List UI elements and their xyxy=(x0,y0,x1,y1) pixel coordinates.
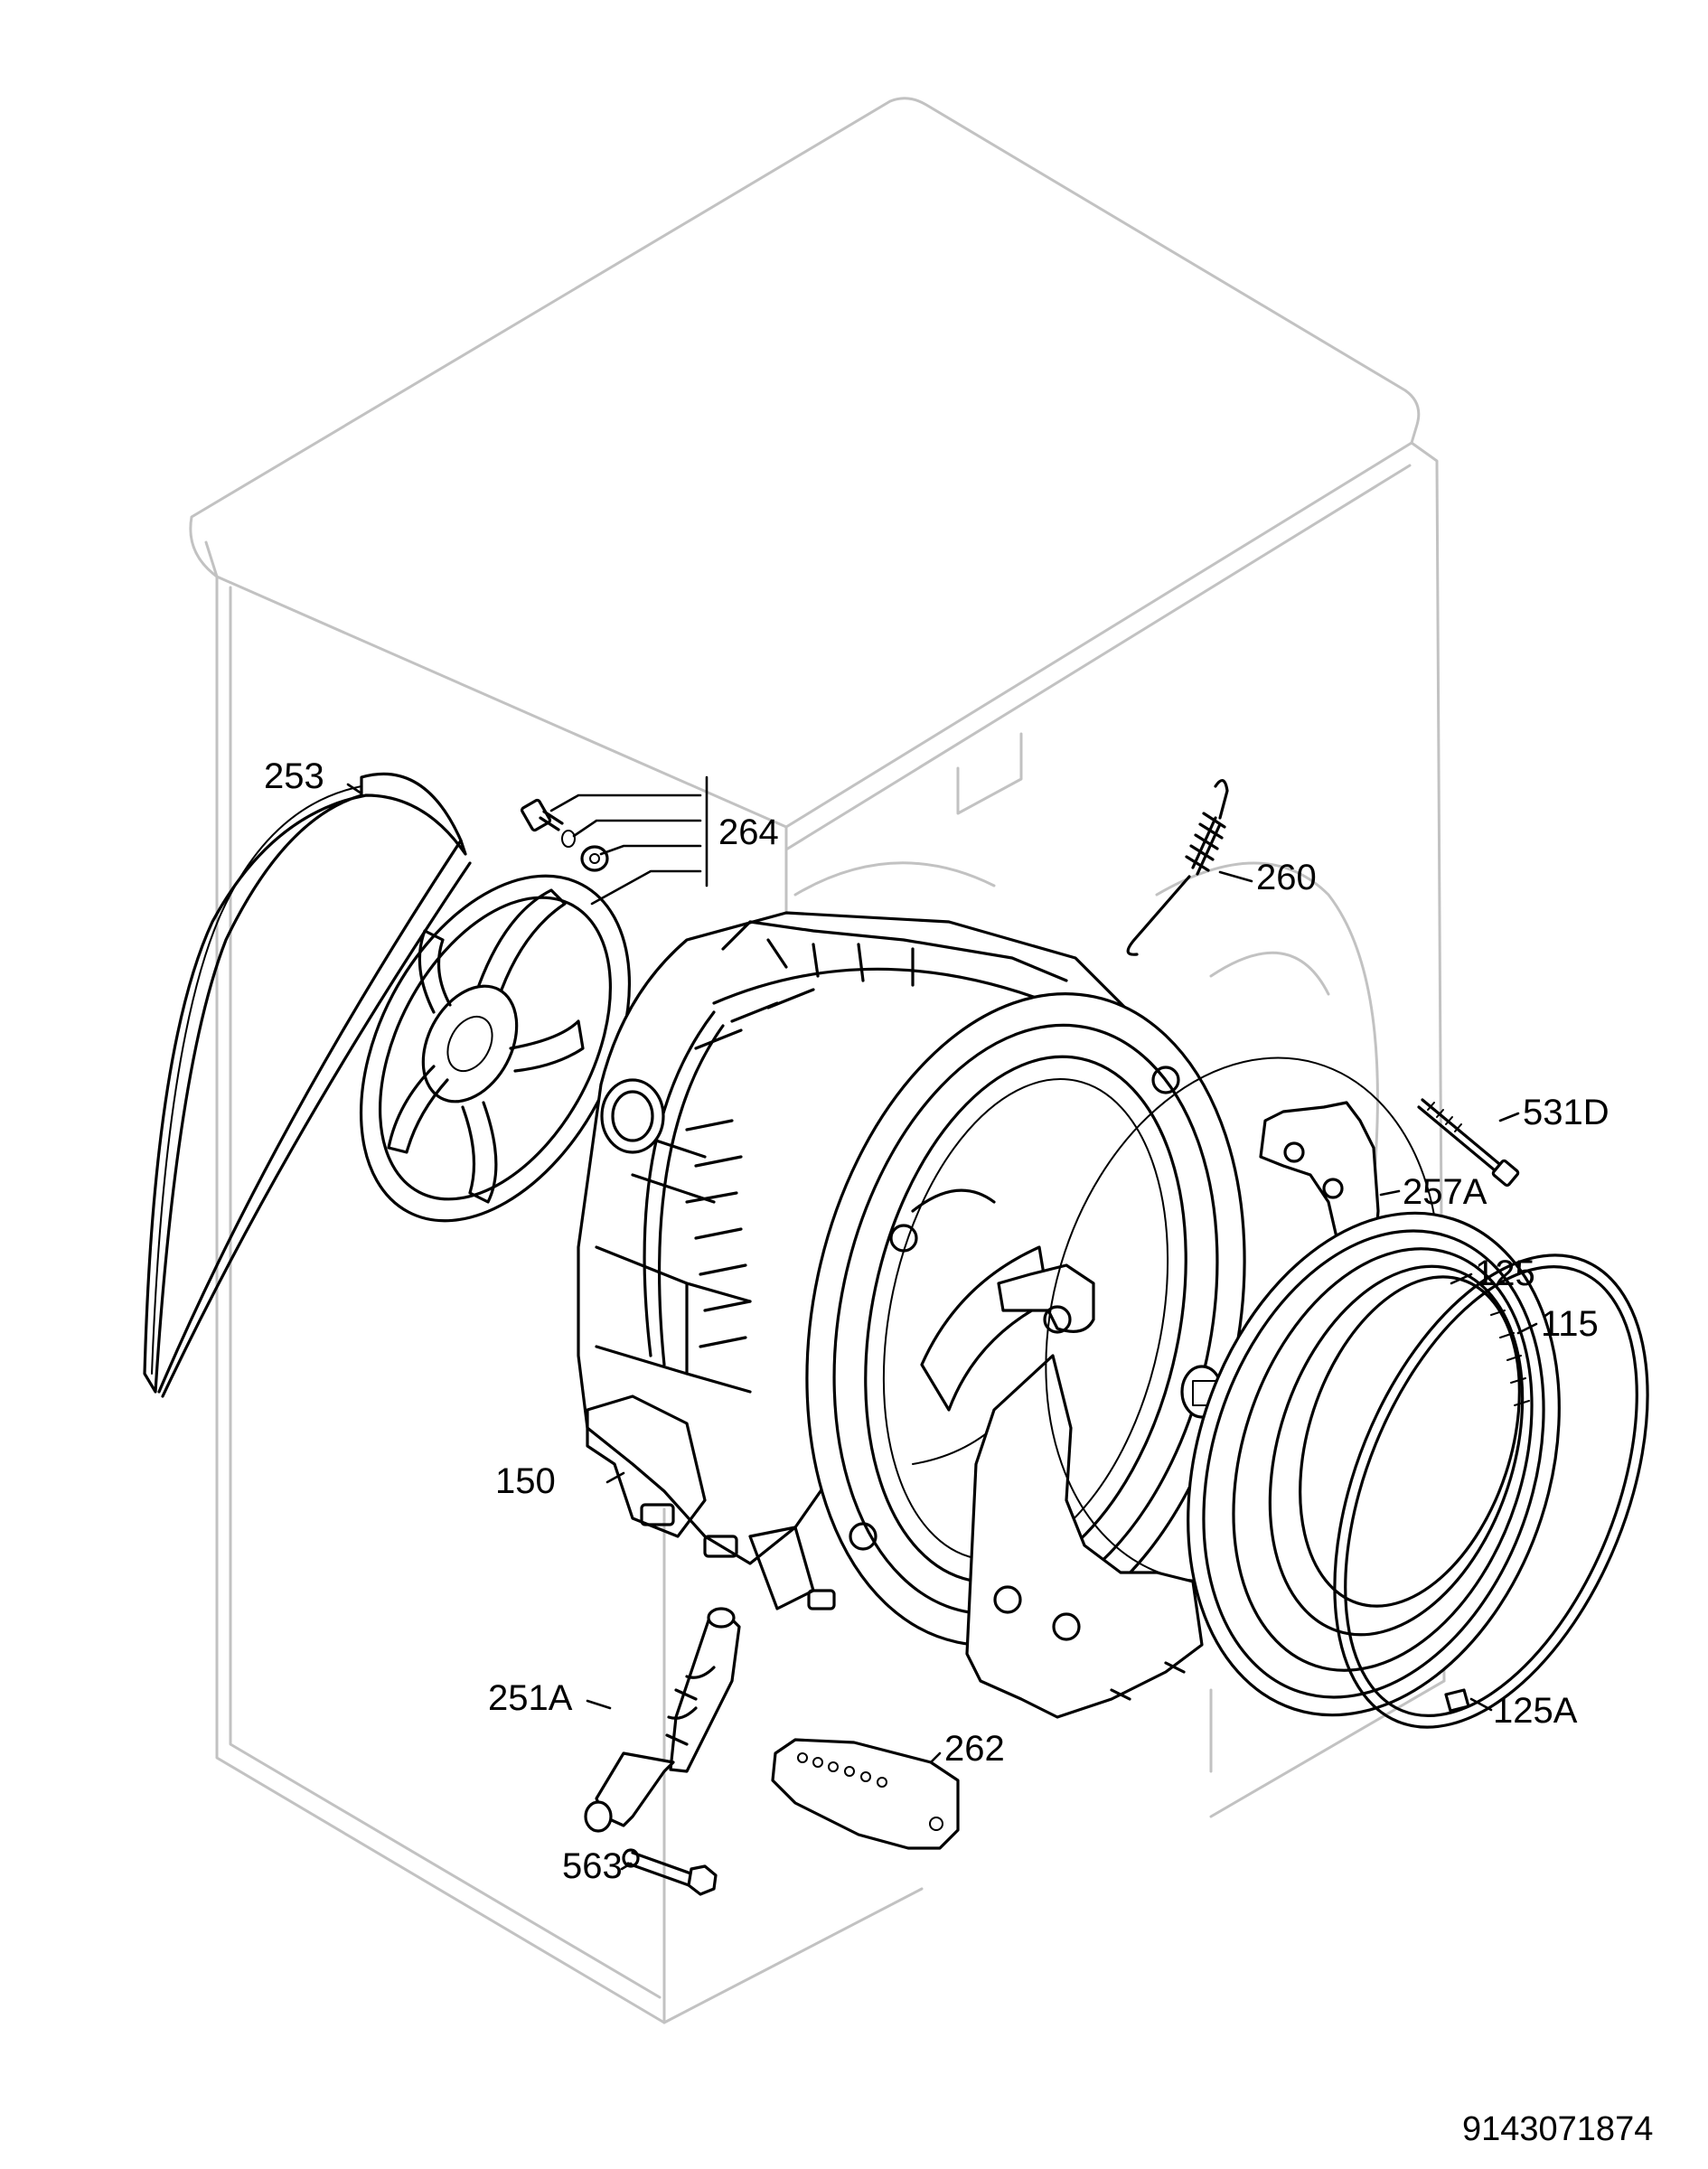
label-115: 115 xyxy=(1541,1304,1599,1344)
label-257a: 257A xyxy=(1403,1172,1487,1212)
pivot-pin xyxy=(622,1848,718,1896)
leader-264-bolt xyxy=(549,793,702,812)
tension-spring xyxy=(1126,779,1229,956)
label-251a: 251A xyxy=(488,1678,573,1718)
leader-260 xyxy=(1218,870,1253,883)
label-125: 125 xyxy=(1475,1254,1535,1293)
cover-plate xyxy=(771,1738,960,1850)
leader-264-washer xyxy=(572,819,702,838)
label-262: 262 xyxy=(944,1729,1005,1769)
leader-531d xyxy=(1498,1112,1520,1122)
label-264: 264 xyxy=(718,812,779,852)
leader-125a xyxy=(1469,1697,1493,1712)
leader-264-disc xyxy=(599,844,702,856)
leader-lines xyxy=(346,775,1538,1871)
leader-253 xyxy=(346,783,363,795)
leader-251a xyxy=(586,1699,612,1710)
leader-262 xyxy=(929,1751,942,1764)
clamp-ring-125a xyxy=(1333,1254,1649,1729)
part-labels: 253 264 260 531D 257A 125 115 150 251A 2… xyxy=(264,756,1609,1886)
door-bellow xyxy=(1187,1211,1561,1717)
label-125a: 125A xyxy=(1493,1691,1578,1731)
tub-front-ring xyxy=(805,992,1246,1647)
label-260: 260 xyxy=(1256,858,1317,897)
label-150: 150 xyxy=(495,1461,556,1501)
bolt-and-washers xyxy=(520,798,609,872)
tub-bracket xyxy=(965,1263,1204,1719)
document-number: 9143071874 xyxy=(1462,2110,1653,2148)
leader-563 xyxy=(620,1862,633,1871)
bolt-531d xyxy=(1417,1098,1520,1188)
label-531d: 531D xyxy=(1523,1093,1609,1132)
shock-absorber xyxy=(584,1607,741,1833)
label-563: 563 xyxy=(562,1846,623,1886)
leader-115 xyxy=(1516,1322,1538,1335)
cabinet-outline xyxy=(189,97,1446,2024)
leader-264-pulley xyxy=(590,869,702,906)
label-253: 253 xyxy=(264,756,324,796)
leader-257a xyxy=(1379,1189,1401,1197)
drive-belt xyxy=(143,772,472,1398)
leader-125 xyxy=(1450,1272,1473,1285)
leader-150 xyxy=(605,1471,625,1484)
